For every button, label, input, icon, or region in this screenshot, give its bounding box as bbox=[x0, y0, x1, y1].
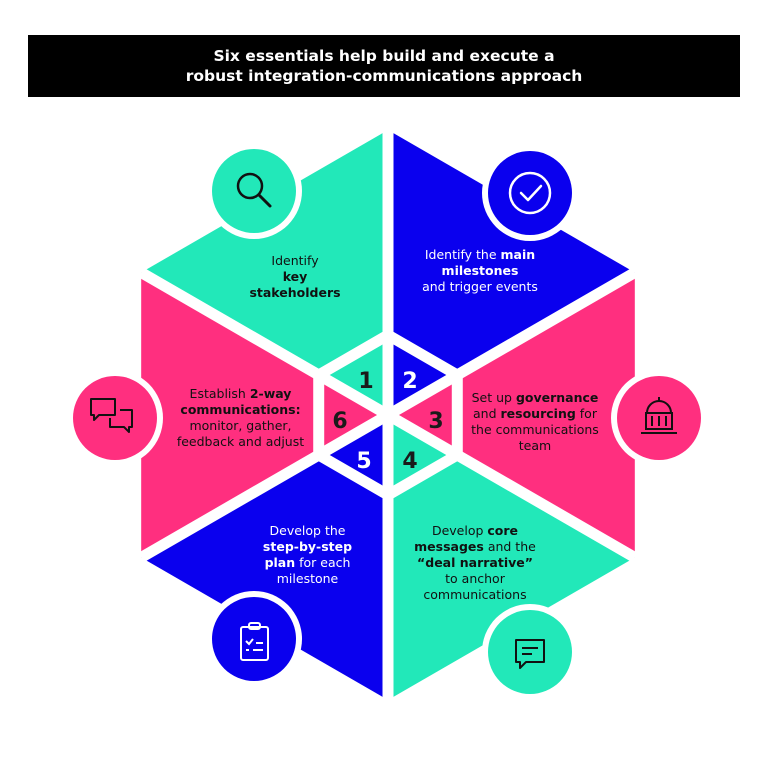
step-3-line: Set up bbox=[471, 390, 516, 405]
step-6-text: Establish 2-way communications: monitor,… bbox=[163, 386, 318, 450]
step-2-line: Identify the bbox=[424, 247, 501, 262]
step-number-1: 1 bbox=[358, 369, 373, 394]
search-icon bbox=[206, 143, 302, 239]
step-1-line: Identify bbox=[271, 253, 319, 268]
divider-line bbox=[138, 267, 391, 420]
message-icon bbox=[482, 604, 578, 700]
step-4-bold: messages bbox=[414, 539, 484, 554]
step-4-line: and the bbox=[483, 539, 536, 554]
step-3-line: team bbox=[518, 438, 552, 453]
step-2-bold: milestones bbox=[441, 263, 519, 278]
step-number-3: 3 bbox=[428, 409, 443, 434]
step-4-bold: core bbox=[487, 523, 519, 538]
step-3-line: for bbox=[575, 406, 597, 421]
step-3-text: Set up governance and resourcing for the… bbox=[460, 390, 610, 454]
sector-1 bbox=[141, 130, 388, 415]
step-4-bold: “deal narrative” bbox=[417, 555, 533, 570]
divider-line bbox=[385, 410, 638, 563]
step-5-bold: plan bbox=[264, 555, 296, 570]
step-1-text: Identify key stakeholders bbox=[225, 253, 365, 301]
step-3-line: the communications bbox=[471, 422, 599, 437]
check-circle-icon bbox=[482, 145, 578, 241]
step-number-6: 6 bbox=[332, 409, 347, 434]
step-3-bold: resourcing bbox=[500, 406, 576, 421]
sector-4 bbox=[388, 415, 635, 700]
step-5-bold: step-by-step bbox=[262, 539, 353, 554]
title-line-1: Six essentials help build and execute a bbox=[213, 47, 555, 65]
step-2-bold: main bbox=[500, 247, 536, 262]
inner-hexagon-ring bbox=[313, 328, 463, 502]
step-1-bold: stakeholders bbox=[249, 285, 341, 300]
step-number-4: 4 bbox=[402, 449, 417, 474]
sector-5 bbox=[141, 415, 388, 700]
step-1-bold: key bbox=[282, 269, 308, 284]
chat-bubbles-icon bbox=[67, 370, 163, 466]
step-5-line: milestone bbox=[276, 571, 339, 586]
clipboard-icon bbox=[206, 591, 302, 687]
step-6-bold: 2-way bbox=[249, 386, 292, 401]
divider-line bbox=[138, 410, 391, 563]
title-banner: Six essentials help build and execute a … bbox=[28, 35, 740, 97]
step-4-line: to anchor bbox=[445, 571, 505, 586]
sector-2 bbox=[388, 130, 635, 415]
step-6-line: feedback and adjust bbox=[176, 434, 305, 449]
step-5-line: Develop the bbox=[269, 523, 346, 538]
step-6-bold: communications: bbox=[180, 402, 301, 417]
step-number-2: 2 bbox=[402, 369, 417, 394]
step-5-line: for each bbox=[295, 555, 351, 570]
building-icon bbox=[611, 370, 707, 466]
step-5-text: Develop the step-by-step plan for each m… bbox=[240, 523, 375, 587]
step-4-text: Develop core messages and the “deal narr… bbox=[400, 523, 550, 603]
step-2-text: Identify the main milestones and trigger… bbox=[400, 247, 560, 295]
step-6-line: Establish bbox=[189, 386, 250, 401]
title-line-2: robust integration-communications approa… bbox=[185, 67, 583, 85]
step-3-bold: governance bbox=[515, 390, 599, 405]
step-4-line: communications bbox=[423, 587, 527, 602]
sector-3 bbox=[388, 272, 635, 558]
step-2-line: and trigger events bbox=[422, 279, 538, 294]
step-number-5: 5 bbox=[356, 449, 371, 474]
step-4-line: Develop bbox=[431, 523, 488, 538]
sector-6 bbox=[141, 272, 388, 558]
step-3-line: and bbox=[473, 406, 501, 421]
divider-line bbox=[385, 267, 638, 420]
step-6-line: monitor, gather, bbox=[189, 418, 292, 433]
